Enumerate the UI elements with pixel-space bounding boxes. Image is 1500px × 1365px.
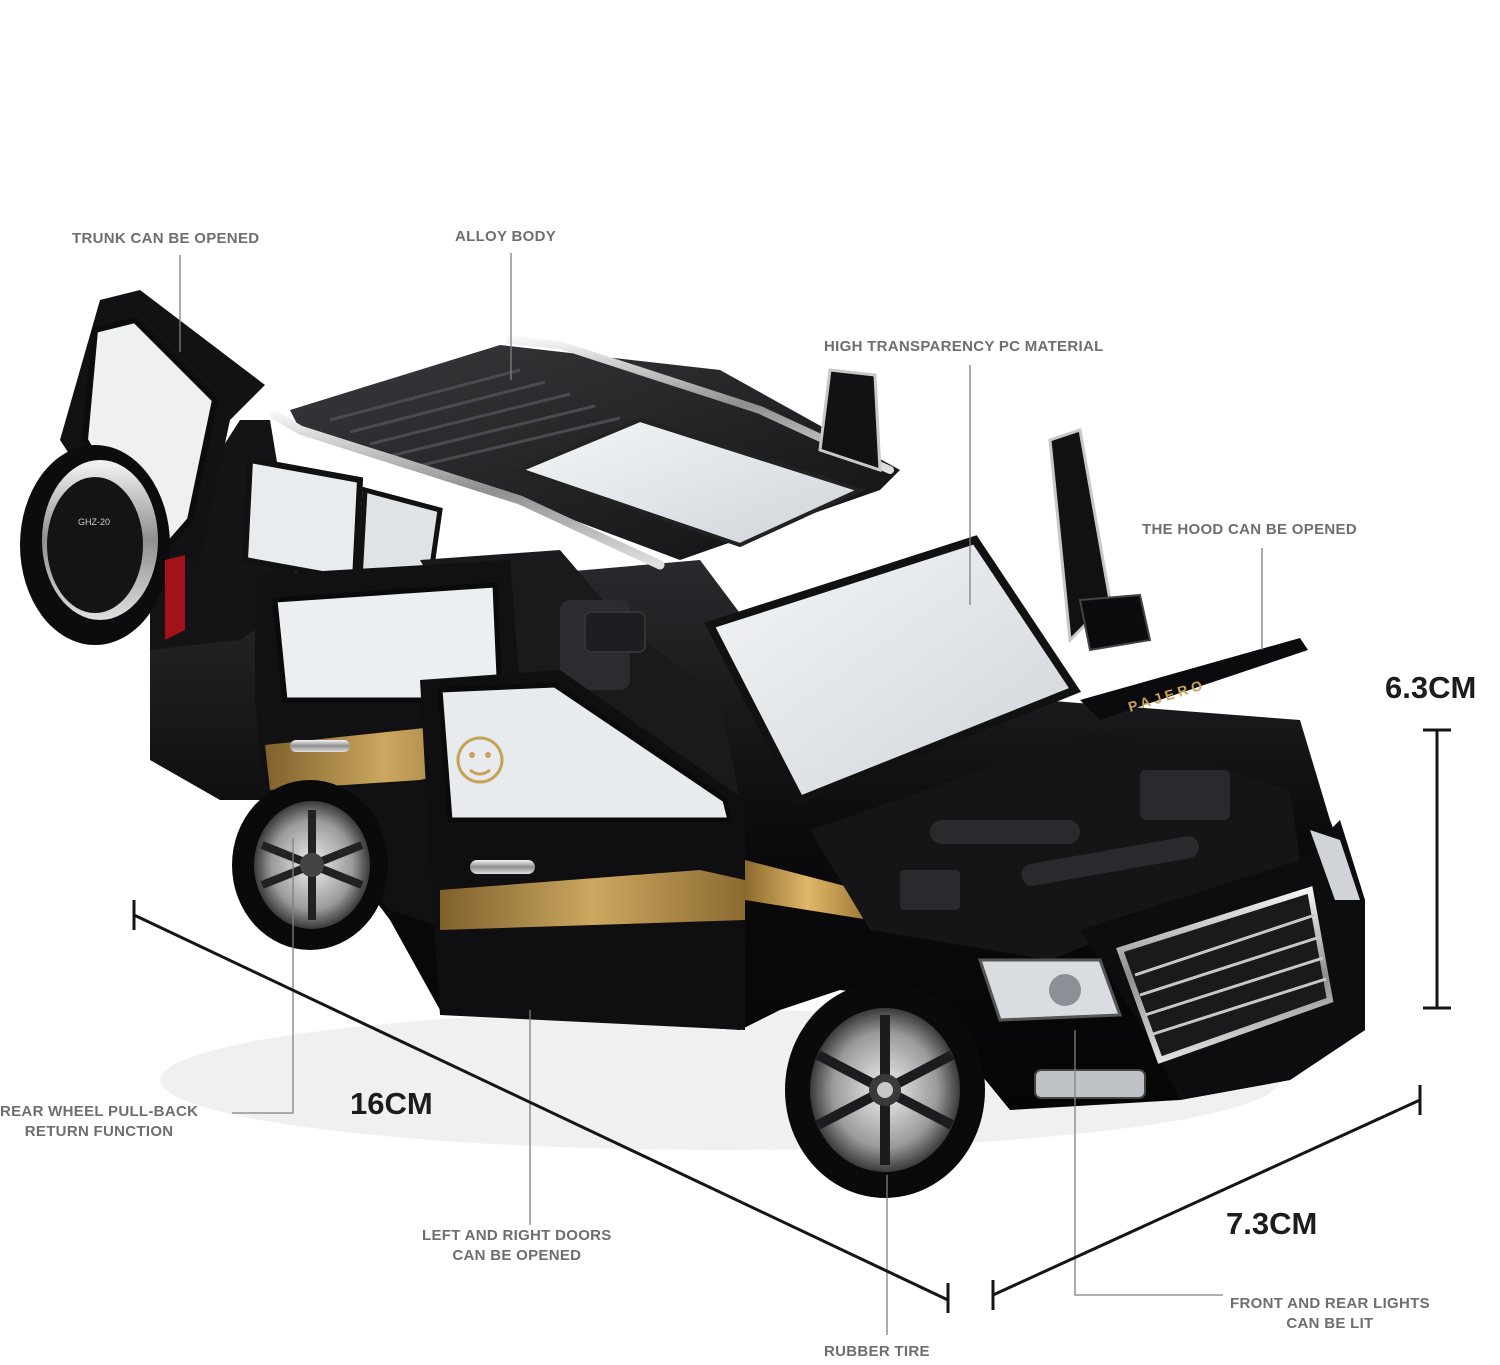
rear-light <box>165 555 185 640</box>
callout-pullback-line2: RETURN FUNCTION <box>24 1123 174 1140</box>
front-grille <box>1116 886 1334 1064</box>
dimension-lines <box>132 728 1451 1313</box>
callout-pullback-line1: REAR WHEEL PULL-BACK <box>0 1103 199 1120</box>
callout-doors-line2: CAN BE OPENED <box>452 1247 582 1264</box>
trunk-glass <box>81 316 219 566</box>
fog-light <box>1034 1069 1146 1099</box>
callout-lines <box>179 253 1263 1335</box>
front-door-window <box>437 682 734 823</box>
callout-lights: FRONT AND REAR LIGHTS CAN BE LIT <box>1230 1294 1430 1334</box>
rear-wheel <box>232 780 388 950</box>
roof-rail-left <box>270 410 665 570</box>
pullback-leader <box>232 838 294 1114</box>
callout-doors: LEFT AND RIGHT DOORS CAN BE OPENED <box>422 1226 612 1266</box>
hood-open <box>1080 638 1308 720</box>
headlight-right <box>1310 830 1360 900</box>
callout-lights-line1: FRONT AND REAR LIGHTS <box>1230 1295 1430 1312</box>
front-door-stripe <box>440 870 745 930</box>
spare-tire: GHZ-20 <box>20 445 170 645</box>
callout-hood: THE HOOD CAN BE OPENED <box>1142 521 1357 538</box>
engine-details <box>900 770 1230 910</box>
fender-stripe <box>745 860 870 920</box>
rear-door-handle <box>290 740 350 752</box>
length-dim-line <box>133 913 949 1302</box>
callout-doors-line1: LEFT AND RIGHT DOORS <box>422 1227 612 1244</box>
callout-rubber-tire: RUBBER TIRE <box>824 1343 930 1360</box>
windshield-glass <box>704 535 1082 806</box>
side-window-rear <box>241 456 364 584</box>
spare-badge-text: GHZ-20 <box>78 517 110 527</box>
far-door-open <box>818 368 882 473</box>
dimension-width: 7.3CM <box>1226 1206 1318 1241</box>
headrest <box>584 611 646 653</box>
dimension-height: 6.3CM <box>1385 670 1477 705</box>
callout-lights-line2: CAN BE LIT <box>1286 1315 1374 1332</box>
side-mirror <box>1078 593 1152 652</box>
callout-pullback: REAR WHEEL PULL-BACK RETURN FUNCTION <box>0 1102 198 1142</box>
leopard-emblem <box>456 736 504 784</box>
callout-trunk: TRUNK CAN BE OPENED <box>72 230 260 247</box>
headlight-lens <box>1049 974 1081 1006</box>
lights-leader <box>1074 1030 1223 1296</box>
dimension-length: 16CM <box>350 1086 433 1121</box>
front-wheel <box>785 982 985 1198</box>
roof-ribs <box>329 368 621 470</box>
sunroof-glass <box>514 417 866 548</box>
callout-pc-material: HIGH TRANSPARENCY PC MATERIAL <box>824 338 1104 355</box>
front-door-handle <box>470 860 535 874</box>
callout-alloy-body: ALLOY BODY <box>455 228 557 245</box>
width-dim-line <box>992 1098 1421 1297</box>
